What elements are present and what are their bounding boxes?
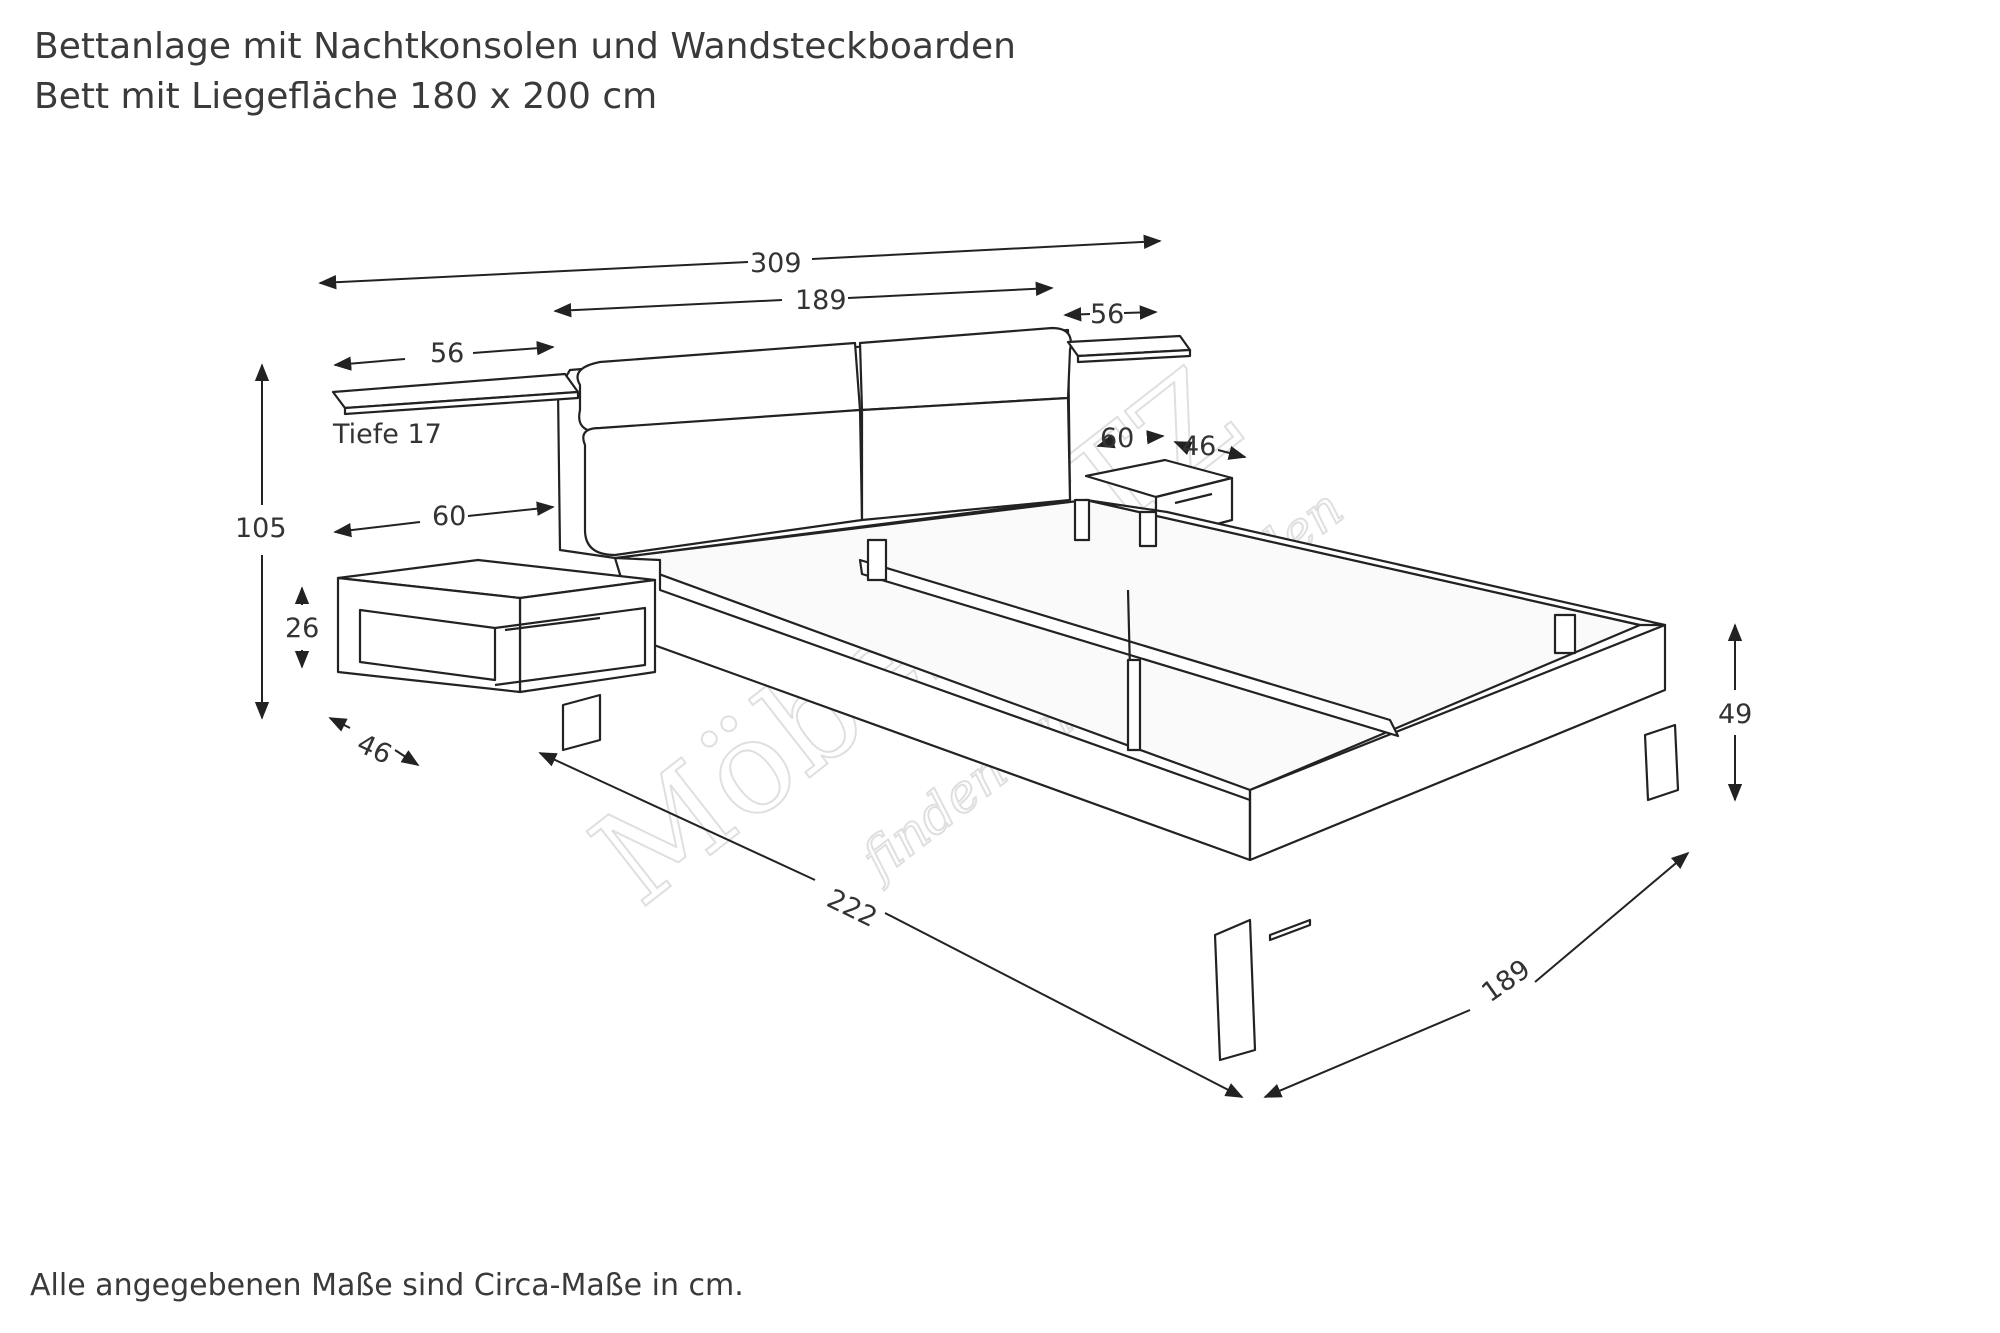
shelf-right <box>1066 334 1192 364</box>
dim-height-total: 105 <box>235 513 287 544</box>
title-block: Bettanlage mit Nachtkonsolen und Wandste… <box>34 22 1016 122</box>
dim-headboard-width: 189 <box>795 285 847 316</box>
dim-console-right-width: 60 <box>1100 423 1134 454</box>
bed-frame <box>561 498 1680 1062</box>
dim-console-right-depth: 46 <box>1182 431 1216 462</box>
dim-drawer-height: 26 <box>285 613 319 644</box>
shelf-left <box>331 372 580 416</box>
headboard <box>556 326 1072 560</box>
nightstand-left <box>336 558 657 694</box>
dim-shelf-left-width: 56 <box>430 338 464 369</box>
dim-bed-height: 49 <box>1718 699 1752 730</box>
shelf-depth-label: Tiefe 17 <box>332 419 442 450</box>
dimension-lines <box>254 234 1743 1098</box>
dim-console-left-depth: 46 <box>352 728 396 771</box>
subtitle: Bett mit Liegefläche 180 x 200 cm <box>34 76 658 117</box>
dim-console-left-width: 60 <box>432 501 466 532</box>
dim-bed-width: 189 <box>1476 954 1536 1009</box>
footer-note: Alle angegebenen Maße sind Circa-Maße in… <box>30 1268 744 1303</box>
title: Bettanlage mit Nachtkonsolen und Wandste… <box>34 26 1016 67</box>
dim-total-width: 309 <box>750 248 802 279</box>
dim-bed-length: 222 <box>822 883 882 933</box>
dim-shelf-right-width: 56 <box>1090 299 1124 330</box>
